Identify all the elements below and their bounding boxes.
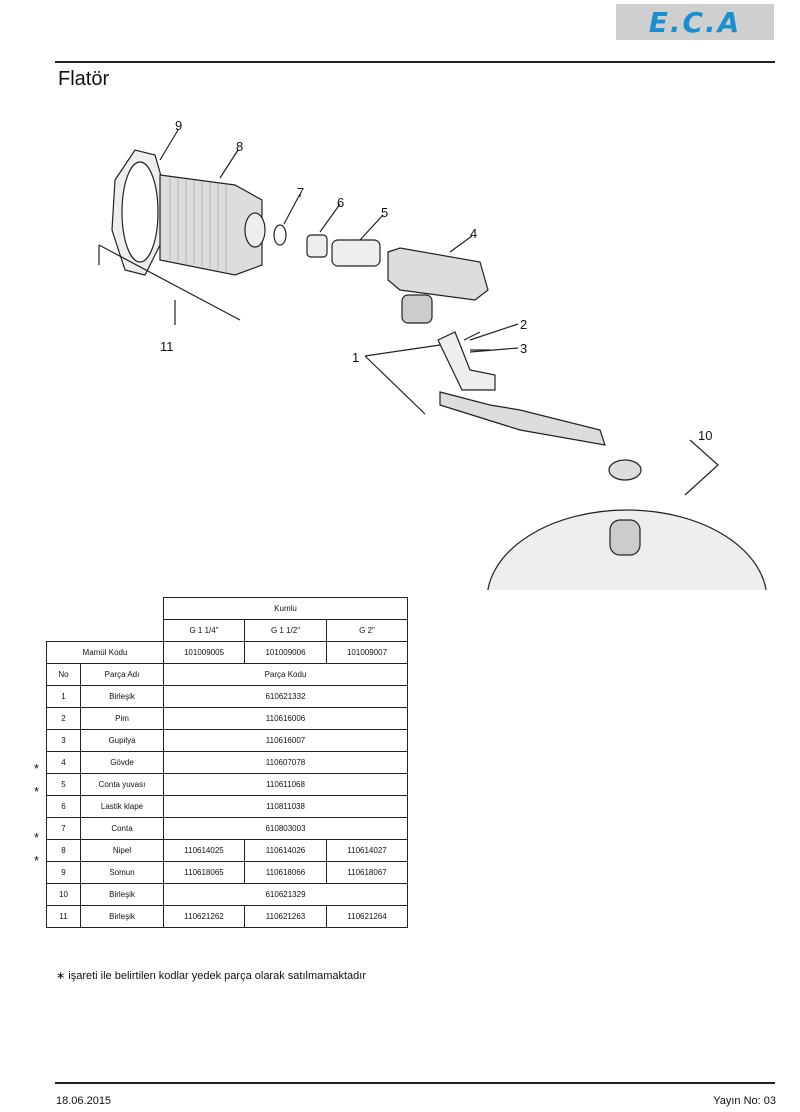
part-name: Nipel — [80, 839, 164, 862]
part-no: 1 — [46, 685, 81, 708]
part-nipple — [159, 174, 263, 276]
parts-table: Kumlu G 1 1/4" G 1 1/2" G 2" Mamül Kodu … — [46, 597, 408, 928]
size-header: G 2" — [326, 619, 408, 642]
part-no: 11 — [46, 905, 81, 928]
callout-10: 10 — [698, 428, 712, 443]
group-header: Kumlu — [163, 597, 408, 620]
part-code: 110616006 — [163, 707, 408, 730]
callout-7: 7 — [297, 185, 304, 200]
col-no-header: No — [46, 663, 81, 686]
part-code: 110618067 — [326, 861, 408, 884]
callout-6: 6 — [337, 195, 344, 210]
product-code: 101009005 — [163, 641, 245, 664]
not-sold-marker: * — [34, 761, 40, 777]
part-code: 610803003 — [163, 817, 408, 840]
size-header: G 1 1/2" — [244, 619, 327, 642]
part-code: 110611068 — [163, 773, 408, 796]
part-code: 110618066 — [244, 861, 327, 884]
part-name: Birleşik — [80, 685, 164, 708]
part-code: 110618065 — [163, 861, 245, 884]
callout-1: 1 — [352, 350, 359, 365]
product-code-label: Mamül Kodu — [46, 641, 164, 664]
callout-4: 4 — [470, 226, 477, 241]
not-sold-marker: * — [34, 784, 40, 800]
product-code: 101009007 — [326, 641, 408, 664]
callout-5: 5 — [381, 205, 388, 220]
part-code: 110811038 — [163, 795, 408, 818]
part-name: Somun — [80, 861, 164, 884]
part-code: 110607078 — [163, 751, 408, 774]
callout-11: 11 — [160, 339, 174, 354]
footer-date: 18.06.2015 — [56, 1095, 112, 1107]
part-code: 110621263 — [244, 905, 327, 928]
part-no: 6 — [46, 795, 81, 818]
footnote: ∗ işareti ile belirtilen kodlar yedek pa… — [56, 970, 367, 982]
part-no: 4 — [46, 751, 81, 774]
page-title: Flatör — [58, 68, 110, 90]
callout-3: 3 — [520, 341, 527, 356]
part-code: 610621329 — [163, 883, 408, 906]
part-lever — [437, 331, 496, 391]
part-name: Birleşik — [80, 883, 164, 906]
callout-9: 9 — [175, 118, 182, 133]
part-body — [387, 247, 489, 301]
part-name: Pim — [80, 707, 164, 730]
size-header: G 1 1/4" — [163, 619, 245, 642]
bottom-divider — [55, 1082, 775, 1084]
part-name: Gupilya — [80, 729, 164, 752]
part-nut-float — [608, 459, 642, 481]
part-code: 110621262 — [163, 905, 245, 928]
part-no: 2 — [46, 707, 81, 730]
part-seal — [273, 224, 287, 246]
part-code: 110621264 — [326, 905, 408, 928]
callout-2: 2 — [520, 317, 527, 332]
part-code: 110614025 — [163, 839, 245, 862]
part-name: Gövde — [80, 751, 164, 774]
part-code: 110614026 — [244, 839, 327, 862]
part-no: 7 — [46, 817, 81, 840]
part-code: 610621332 — [163, 685, 408, 708]
part-seal-seat — [331, 239, 381, 267]
not-sold-marker: * — [34, 852, 40, 868]
eca-logo: E.C.A — [616, 4, 774, 40]
part-no: 5 — [46, 773, 81, 796]
part-code: 110616007 — [163, 729, 408, 752]
part-name: Conta yuvası — [80, 773, 164, 796]
callout-8: 8 — [236, 139, 243, 154]
col-code-header: Parça Kodu — [163, 663, 408, 686]
part-code: 110614027 — [326, 839, 408, 862]
part-rubber-flap — [306, 234, 328, 258]
part-no: 9 — [46, 861, 81, 884]
top-divider — [55, 61, 775, 63]
not-sold-marker: * — [34, 829, 40, 845]
col-name-header: Parça Adı — [80, 663, 164, 686]
part-name: Lastik klape — [80, 795, 164, 818]
exploded-parts-diagram: 1 2 3 4 5 6 7 8 9 10 11 — [98, 118, 767, 590]
part-no: 10 — [46, 883, 81, 906]
part-name: Conta — [80, 817, 164, 840]
part-no: 3 — [46, 729, 81, 752]
footer-issue: Yayın No: 03 — [713, 1095, 776, 1107]
product-code: 101009006 — [244, 641, 327, 664]
part-name: Birleşik — [80, 905, 164, 928]
part-no: 8 — [46, 839, 81, 862]
